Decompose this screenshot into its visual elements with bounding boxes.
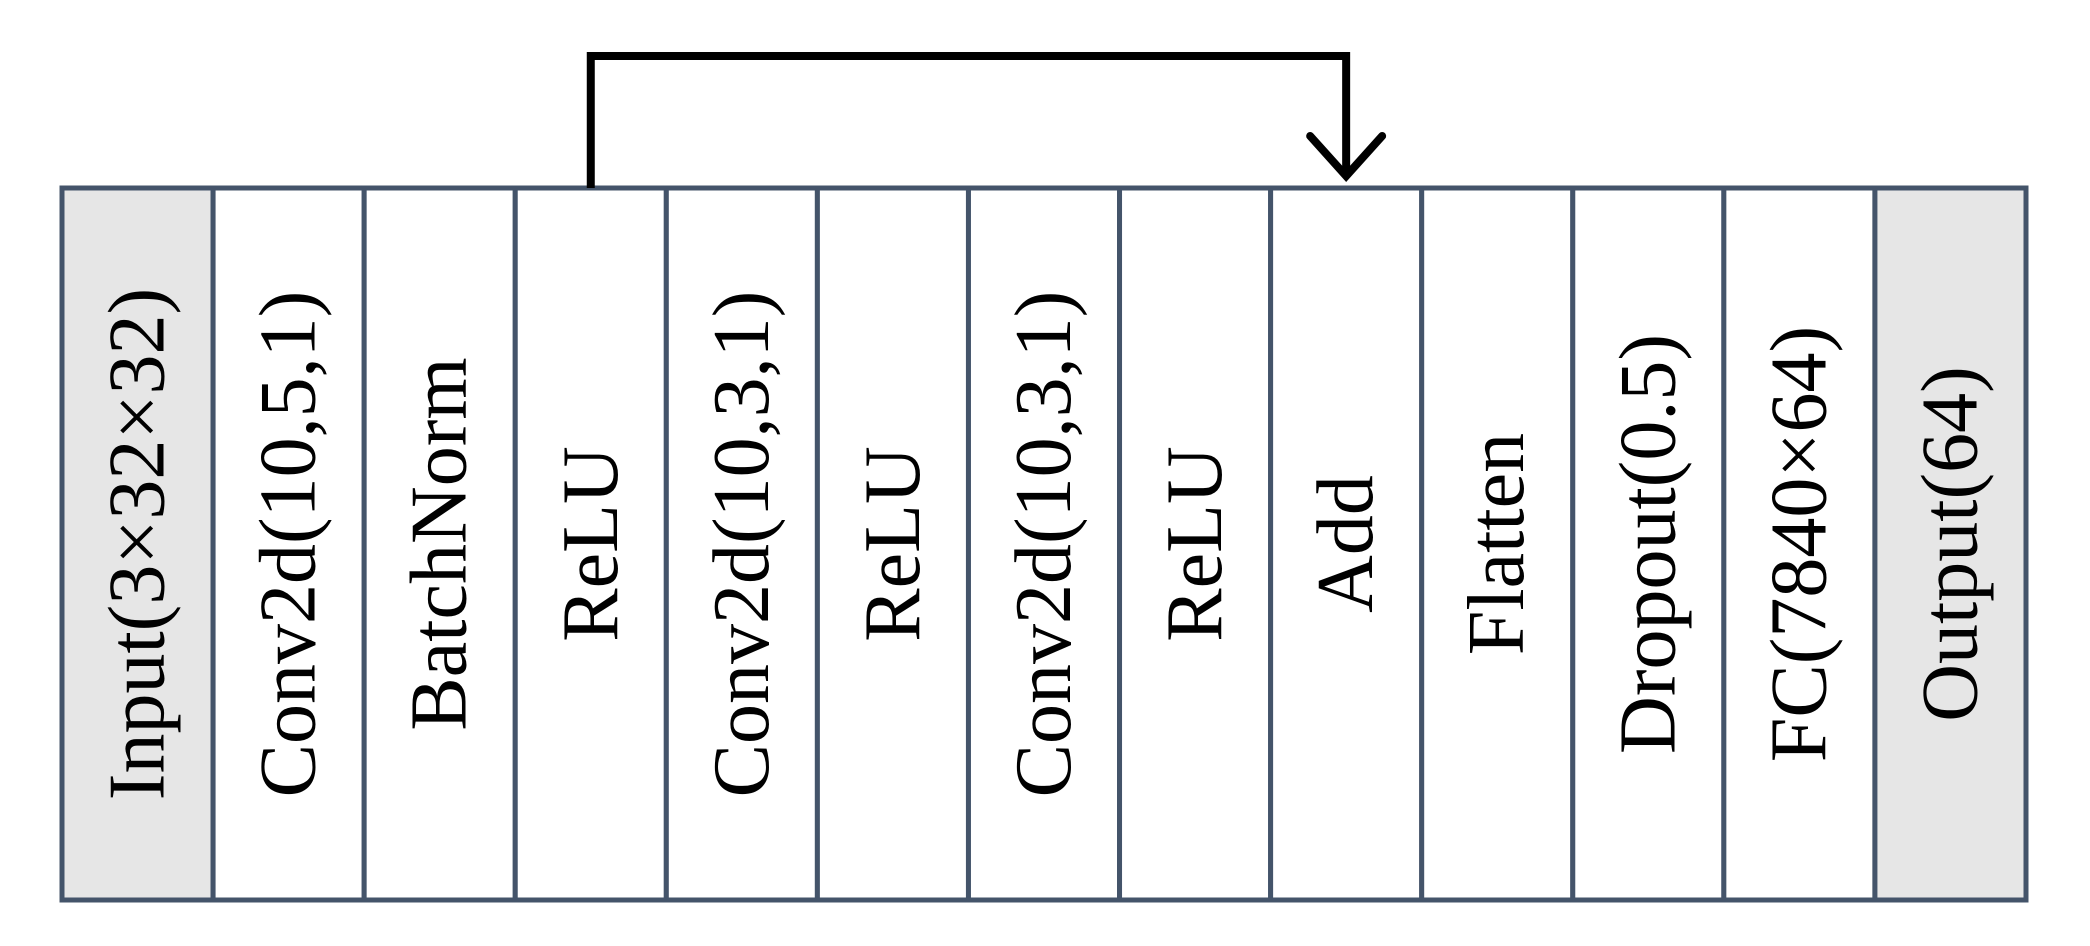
skip-connection xyxy=(586,52,1387,188)
skip-connection-arrowhead xyxy=(1306,132,1387,182)
layers-group: Input(3×32×32) Conv2d(10,5,1) BatchNorm ReL… xyxy=(59,185,2029,903)
layer-box-1 xyxy=(210,185,367,903)
layer-label-3: ReLU xyxy=(547,446,635,642)
layer-label-1: Conv2d(10,5,1) xyxy=(245,291,333,798)
layer-label-12: Output(64) xyxy=(1906,366,1994,722)
layer-label-11: FC(7840×64) xyxy=(1755,326,1843,762)
layer-label-9: Flatten xyxy=(1453,433,1541,655)
layer-box-12 xyxy=(1872,185,2029,903)
layer-box-4 xyxy=(663,185,820,903)
layer-label-4: Conv2d(10,3,1) xyxy=(698,291,786,798)
layer-label-8: Add xyxy=(1302,475,1390,613)
layer-label-2: BatchNorm xyxy=(396,357,484,730)
layer-label-0: Input(3×32×32) xyxy=(94,288,182,800)
layer-box-0 xyxy=(59,185,216,903)
layer-box-9 xyxy=(1419,185,1576,903)
layer-label-6: Conv2d(10,3,1) xyxy=(1000,291,1088,798)
layer-box-7 xyxy=(1117,185,1274,903)
layer-box-8 xyxy=(1268,185,1425,903)
skip-connection-line xyxy=(586,52,1351,188)
layer-box-11 xyxy=(1721,185,1878,903)
layer-label-5: ReLU xyxy=(849,446,937,642)
layer-box-2 xyxy=(361,185,518,903)
layer-box-6 xyxy=(965,185,1123,903)
layer-box-5 xyxy=(814,185,971,903)
layer-label-10: Dropout(0.5) xyxy=(1604,334,1692,754)
layer-label-7: ReLU xyxy=(1151,446,1239,642)
